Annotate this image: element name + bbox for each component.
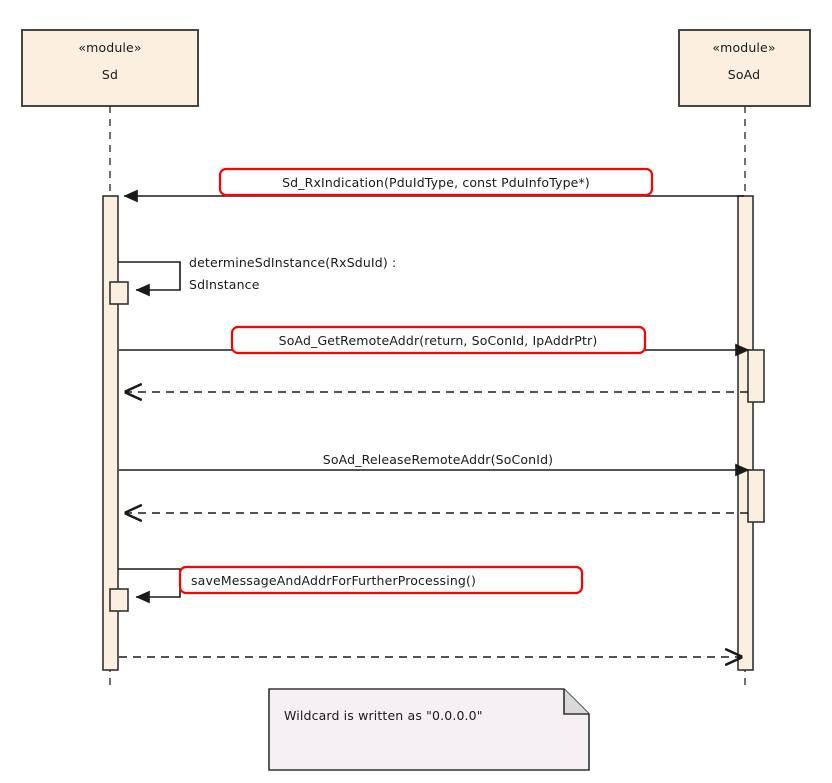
message-label-sd-rxindication: Sd_RxIndication(PduIdType, const PduInfo… [282,175,590,190]
lifeline-soad: «module» SoAd [678,29,811,690]
message-sd-rxindication[interactable]: Sd_RxIndication(PduIdType, const PduInfo… [123,167,744,203]
message-label-box-soad-getremoteaddr[interactable] [230,325,647,355]
note-text-wildcard: Wildcard is written as "0.0.0.0" [284,708,483,723]
message-determine-sd-instance[interactable]: determineSdInstance(RxSduId) : SdInstanc… [118,255,396,297]
message-label-box-save-message-and-addr[interactable] [178,565,584,595]
activation-bar-sd-main [102,195,119,671]
participant-sd-stereotype: «module» [78,40,141,55]
participant-box-sd[interactable] [21,29,199,107]
message-label-determine-sd-instance-line1: determineSdInstance(RxSduId) : [189,255,396,270]
participant-soad-stereotype: «module» [712,40,775,55]
note-folded-corner-icon [563,689,589,715]
message-soad-releaseremoteaddr[interactable]: SoAd_ReleaseRemoteAddr(SoConId) [119,452,750,477]
message-soad-getremoteaddr[interactable]: SoAd_GetRemoteAddr(return, SoConId, IpAd… [119,325,750,357]
activation-bar-soad-releaseremoteaddr [747,469,765,523]
message-label-box-sd-rxindication[interactable] [218,167,654,197]
participant-box-soad[interactable] [678,29,811,107]
message-label-save-message-and-addr: saveMessageAndAddrForFurtherProcessing() [191,573,476,588]
lifeline-sd: «module» Sd [21,29,199,690]
message-label-soad-getremoteaddr: SoAd_GetRemoteAddr(return, SoConId, IpAd… [279,333,598,348]
activation-bar-soad-getremoteaddr [747,349,765,403]
activation-bar-soad-main [737,195,754,671]
activation-bar-sd-self-1 [109,281,129,305]
message-save-message-and-addr[interactable]: saveMessageAndAddrForFurtherProcessing() [118,565,584,604]
participant-soad-name: SoAd [728,67,760,82]
message-label-soad-releaseremoteaddr: SoAd_ReleaseRemoteAddr(SoConId) [323,452,553,467]
activation-bar-sd-self-2 [109,588,129,612]
note-body [268,688,590,771]
note-wildcard[interactable]: Wildcard is written as "0.0.0.0" [268,688,590,771]
participant-sd-name: Sd [102,67,118,82]
message-label-determine-sd-instance-line2: SdInstance [189,277,260,292]
message-arrow-determine-sd-instance [118,261,181,297]
